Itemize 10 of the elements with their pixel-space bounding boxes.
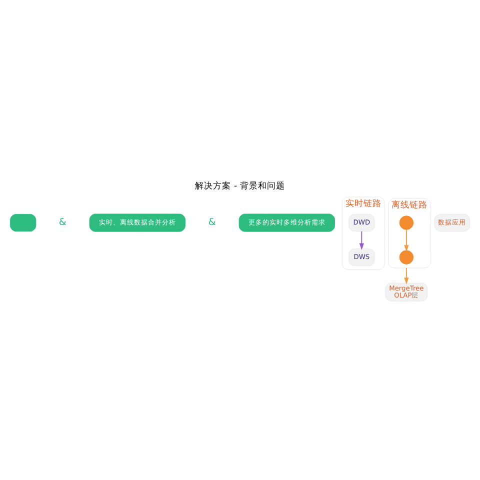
node-circle bbox=[399, 215, 414, 230]
arrow bbox=[404, 267, 409, 284]
label: & bbox=[208, 216, 216, 228]
arrow bbox=[404, 228, 409, 252]
cluster: 离线链路 bbox=[388, 198, 431, 268]
node-box bbox=[10, 213, 36, 232]
arrow bbox=[359, 230, 364, 250]
node-circle bbox=[399, 250, 414, 264]
label: & bbox=[58, 216, 66, 228]
diagram-title: 解决方案 - 背景和问题 bbox=[195, 181, 285, 192]
